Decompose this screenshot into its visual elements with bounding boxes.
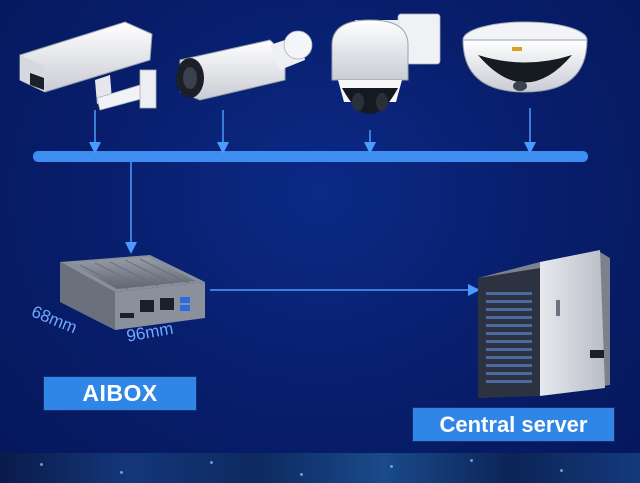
aibox-label: AIBOX bbox=[44, 377, 196, 410]
box-camera-icon bbox=[19, 21, 157, 111]
central-server-label: Central server bbox=[413, 408, 614, 441]
tower-server-icon bbox=[478, 250, 610, 398]
fisheye-dome-camera-icon bbox=[462, 21, 588, 93]
ptz-dome-camera-icon bbox=[331, 13, 441, 114]
network-bus bbox=[33, 151, 588, 162]
aibox-device-icon bbox=[60, 255, 205, 330]
bullet-camera-icon bbox=[176, 30, 313, 101]
decorative-bottom-strip bbox=[0, 453, 640, 483]
